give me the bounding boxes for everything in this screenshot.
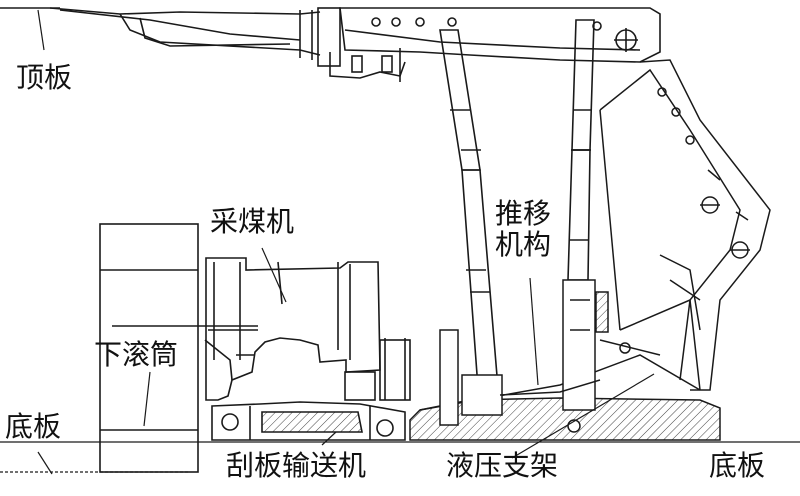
support-canopy	[49, 7, 661, 82]
label-shearer: 采煤机	[210, 205, 295, 238]
roof-line	[0, 7, 60, 51]
label-support: 液压支架	[446, 449, 559, 482]
label-pusher-line1: 推移	[495, 197, 552, 230]
pusher-leader	[529, 277, 539, 386]
label-roof: 顶板	[16, 61, 73, 94]
rear-leg	[567, 19, 595, 281]
label-lower-drum: 下滚筒	[94, 338, 179, 371]
label-leaders	[143, 247, 655, 459]
lower-drum	[99, 223, 258, 473]
shearer-body	[204, 257, 411, 401]
label-pusher: 推移 机构	[495, 198, 551, 261]
label-floor-left: 底板	[5, 410, 62, 443]
support-base	[409, 279, 721, 441]
floor-line	[0, 441, 800, 475]
label-floor-right: 底板	[709, 449, 766, 482]
caving-shield	[599, 59, 771, 391]
scraper-conveyor	[211, 401, 406, 441]
label-pusher-line2: 机构	[495, 228, 552, 262]
label-conveyor: 刮板输送机	[226, 449, 367, 482]
